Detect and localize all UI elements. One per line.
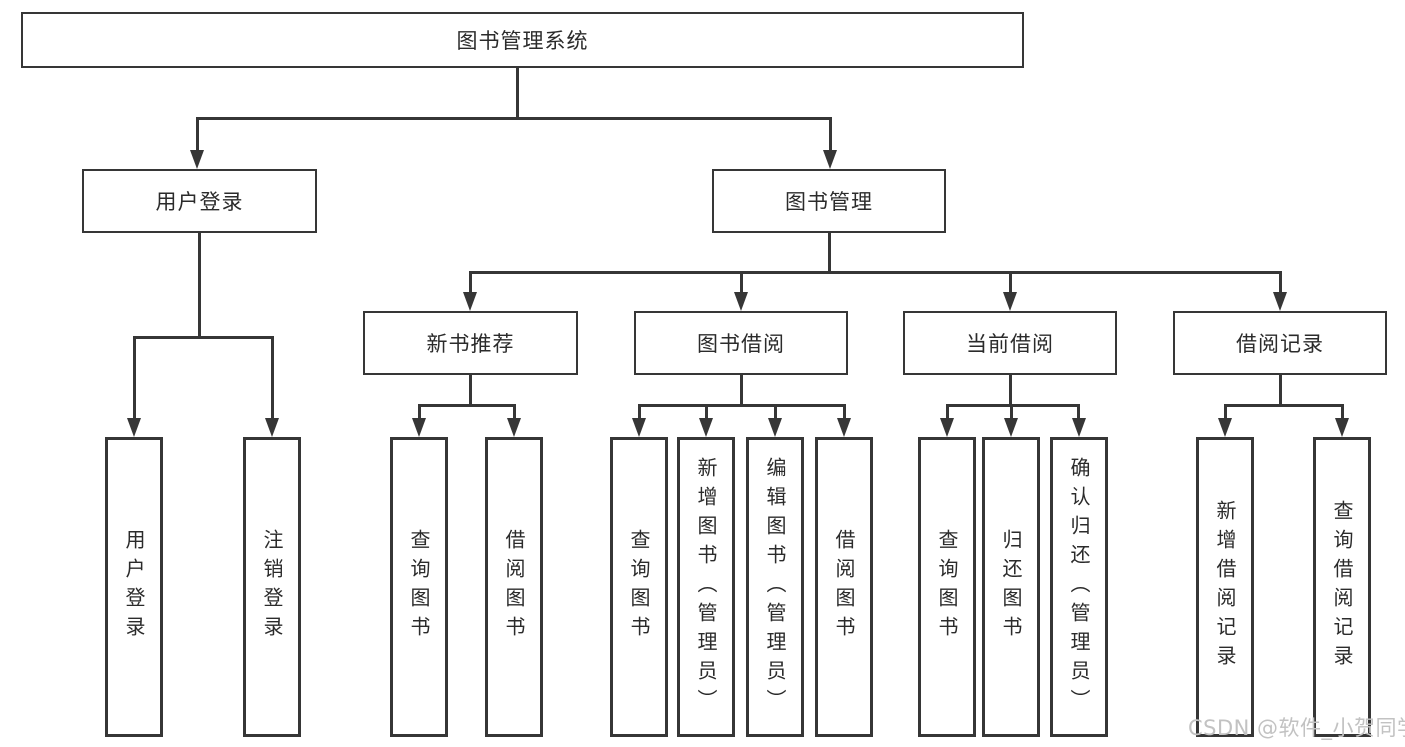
connector-line	[705, 404, 708, 421]
connector-line	[133, 336, 274, 339]
leaf-label: 查询借阅记录	[1330, 500, 1354, 674]
node-borrowing-records: 借阅记录	[1173, 311, 1387, 375]
connector-line	[516, 66, 519, 119]
leaf-confirm-return-admin: 确认归还（管理员）	[1050, 437, 1108, 737]
connector-line	[774, 404, 777, 421]
leaf-label: 查询图书	[627, 529, 651, 645]
connector-line	[740, 373, 743, 406]
connector-line	[196, 117, 199, 153]
leaf-add-borrow-record: 新增借阅记录	[1196, 437, 1254, 737]
arrow-down	[1273, 292, 1287, 311]
connector-line	[828, 231, 831, 274]
node-user-login: 用户登录	[82, 169, 317, 233]
arrow-down	[1218, 418, 1232, 437]
connector-line	[271, 336, 274, 421]
leaf-query-books-recommend: 查询图书	[390, 437, 448, 737]
connector-line	[469, 373, 472, 406]
arrow-down	[412, 418, 426, 437]
node-new-book-recommendation: 新书推荐	[363, 311, 578, 375]
connector-line	[418, 404, 421, 421]
connector-line	[133, 336, 136, 421]
connector-line	[469, 271, 1282, 274]
arrow-down	[1004, 418, 1018, 437]
leaf-label: 查询图书	[935, 529, 959, 645]
leaf-add-books-admin: 新增图书（管理员）	[677, 437, 735, 737]
leaf-user-login: 用户登录	[105, 437, 163, 737]
csdn-watermark: CSDN @软件_小贺同学	[1188, 716, 1405, 740]
connector-line	[513, 404, 516, 421]
arrow-down	[734, 292, 748, 311]
arrow-down	[1335, 418, 1349, 437]
connector-line	[843, 404, 846, 421]
arrow-down	[632, 418, 646, 437]
leaf-borrow-books-borrowing: 借阅图书	[815, 437, 873, 737]
connector-line	[1009, 373, 1012, 406]
connector-line	[638, 404, 846, 407]
leaf-label: 借阅图书	[502, 529, 526, 645]
connector-line	[1341, 404, 1344, 421]
connector-line	[418, 404, 516, 407]
node-book-borrowing: 图书借阅	[634, 311, 848, 375]
connector-line	[638, 404, 641, 421]
leaf-edit-books-admin: 编辑图书（管理员）	[746, 437, 804, 737]
leaf-label: 新增借阅记录	[1213, 500, 1237, 674]
leaf-label: 注销登录	[260, 529, 284, 645]
leaf-return-books: 归还图书	[982, 437, 1040, 737]
arrow-down	[463, 292, 477, 311]
arrow-down	[940, 418, 954, 437]
connector-line	[946, 404, 1080, 407]
connector-line	[1009, 271, 1012, 296]
arrow-down	[823, 150, 837, 169]
arrow-down	[1072, 418, 1086, 437]
connector-line	[1010, 404, 1013, 421]
connector-line	[740, 271, 743, 296]
leaf-borrow-books-recommend: 借阅图书	[485, 437, 543, 737]
connector-line	[198, 231, 201, 338]
connector-line	[1224, 404, 1344, 407]
leaf-label: 用户登录	[122, 529, 146, 645]
arrow-down	[190, 150, 204, 169]
node-current-borrowing: 当前借阅	[903, 311, 1117, 375]
connector-line	[1279, 373, 1282, 406]
leaf-query-borrow-record: 查询借阅记录	[1313, 437, 1371, 737]
leaf-label: 查询图书	[407, 529, 431, 645]
arrow-down	[768, 418, 782, 437]
connector-line	[469, 271, 472, 296]
arrow-down	[837, 418, 851, 437]
connector-line	[829, 117, 832, 153]
node-book-management: 图书管理	[712, 169, 946, 233]
connector-line	[1077, 404, 1080, 421]
leaf-query-books-current: 查询图书	[918, 437, 976, 737]
arrow-down	[1003, 292, 1017, 311]
arrow-down	[265, 418, 279, 437]
connector-line	[196, 117, 832, 120]
leaf-label: 确认归还（管理员）	[1067, 456, 1091, 718]
connector-line	[1279, 271, 1282, 296]
leaf-label: 新增图书（管理员）	[694, 456, 718, 718]
connector-line	[946, 404, 949, 421]
leaf-query-books-borrowing: 查询图书	[610, 437, 668, 737]
node-library-management-system: 图书管理系统	[21, 12, 1024, 68]
leaf-label: 编辑图书（管理员）	[763, 456, 787, 718]
arrow-down	[127, 418, 141, 437]
leaf-label: 借阅图书	[832, 529, 856, 645]
leaf-label: 归还图书	[999, 529, 1023, 645]
arrow-down	[699, 418, 713, 437]
arrow-down	[507, 418, 521, 437]
leaf-logout: 注销登录	[243, 437, 301, 737]
connector-line	[1224, 404, 1227, 421]
